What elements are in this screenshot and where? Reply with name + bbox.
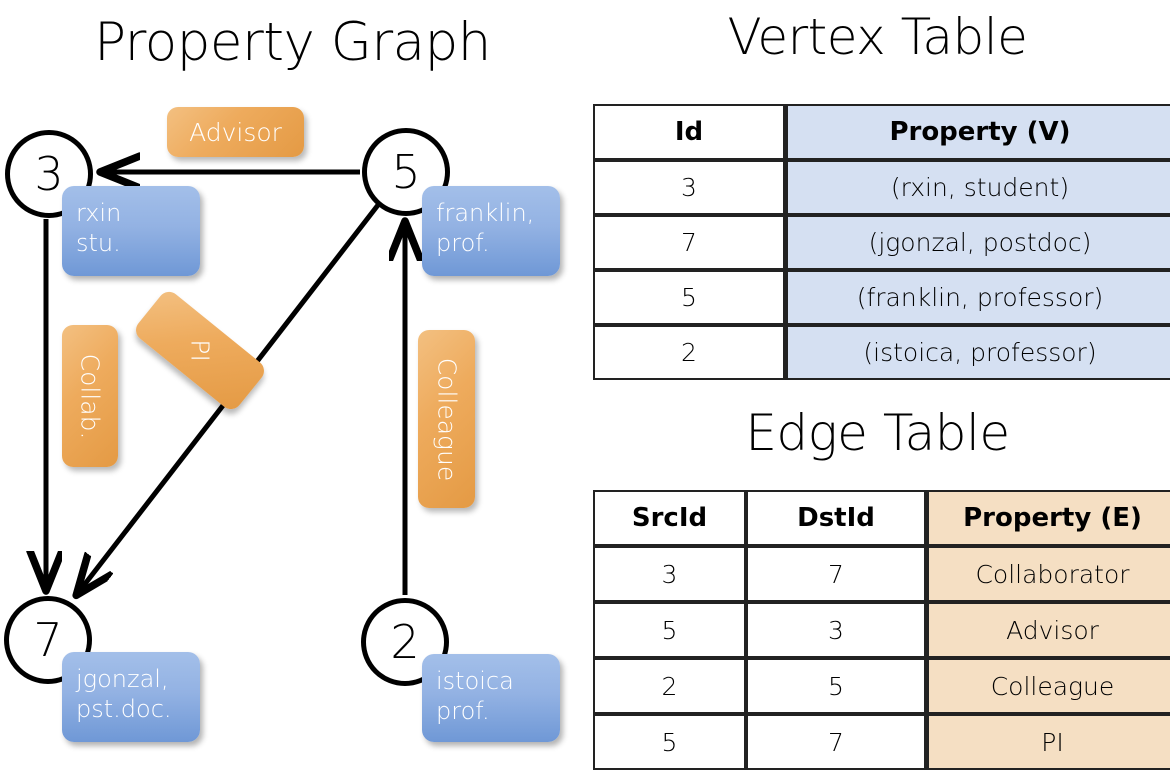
vertex-property-box-2-line2: prof. [436,697,490,725]
property-graph-panel: Property Graph 3 5 7 2 rxin stu. frankli… [0,0,585,760]
page-title-vertex-table: Vertex Table [727,8,1028,66]
edge-row-1-src: 5 [593,602,746,658]
vertex-property-box-2-line1: istoica [436,667,514,695]
table-row[interactable]: 7 (jgonzal, postdoc) [593,215,1170,270]
vertex-row-2-property: (franklin, professor) [785,270,1170,325]
edge-table-header-dstid: DstId [746,490,926,546]
edge-row-3-src: 5 [593,714,746,770]
vertex-property-box-2[interactable]: istoica prof. [422,654,560,742]
table-row[interactable]: 3 (rxin, student) [593,160,1170,215]
table-row[interactable]: 5 3 Advisor [593,602,1170,658]
edge-label-pi-text: PI [185,339,215,362]
table-row[interactable]: 5 (franklin, professor) [593,270,1170,325]
vertex-property-box-5-line2: prof. [436,229,490,257]
graph-node-7-label: 7 [33,613,63,667]
graph-node-3-label: 3 [34,147,64,201]
edge-label-colleague[interactable]: Colleague [418,330,475,508]
edge-row-0-property: Collaborator [926,546,1170,602]
edge-label-collab-text: Collab. [75,353,105,439]
page-title-edge-table: Edge Table [745,404,1010,462]
table-row[interactable]: 5 7 PI [593,714,1170,770]
edge-row-2-src: 2 [593,658,746,714]
edge-row-1-dst: 3 [746,602,926,658]
vertex-row-2-id: 5 [593,270,785,325]
graph-node-5-label: 5 [391,145,421,199]
vertex-row-0-id: 3 [593,160,785,215]
edge-label-colleague-text: Colleague [432,357,462,481]
vertex-property-box-3-line2: stu. [76,229,121,257]
table-row[interactable]: 2 5 Colleague [593,658,1170,714]
vertex-row-1-id: 7 [593,215,785,270]
edge-label-advisor-text: Advisor [189,117,282,147]
edge-table-header-row: SrcId DstId Property (E) [593,490,1170,546]
vertex-table-header-property: Property (V) [785,104,1170,160]
edge-row-1-property: Advisor [926,602,1170,658]
vertex-property-box-3[interactable]: rxin stu. [62,186,200,276]
vertex-property-box-3-line1: rxin [76,199,122,227]
edge-table: SrcId DstId Property (E) 3 7 Collaborato… [593,490,1170,770]
vertex-table-header-id: Id [593,104,785,160]
vertex-property-box-7-line1: jgonzal, [76,665,169,693]
table-row[interactable]: 2 (istoica, professor) [593,325,1170,380]
vertex-table-header-row: Id Property (V) [593,104,1170,160]
vertex-table: Id Property (V) 3 (rxin, student) 7 (jgo… [593,104,1170,380]
edge-row-2-dst: 5 [746,658,926,714]
vertex-row-3-property: (istoica, professor) [785,325,1170,380]
edge-row-3-property: PI [926,714,1170,770]
edge-row-0-dst: 7 [746,546,926,602]
table-row[interactable]: 3 7 Collaborator [593,546,1170,602]
graph-node-2[interactable]: 2 [361,598,449,686]
edge-row-2-property: Colleague [926,658,1170,714]
graph-node-5[interactable]: 5 [362,128,450,216]
vertex-property-box-7[interactable]: jgonzal, pst.doc. [62,652,200,742]
edge-label-advisor[interactable]: Advisor [167,107,304,157]
vertex-row-1-property: (jgonzal, postdoc) [785,215,1170,270]
vertex-property-box-5-line1: franklin, [436,199,535,227]
edge-label-collab[interactable]: Collab. [62,325,118,467]
edge-row-3-dst: 7 [746,714,926,770]
vertex-property-box-7-line2: pst.doc. [76,695,172,723]
graph-node-2-label: 2 [390,615,420,669]
vertex-property-box-5[interactable]: franklin, prof. [422,186,560,276]
edge-row-0-src: 3 [593,546,746,602]
page-title-property-graph: Property Graph [94,12,491,73]
vertex-row-0-property: (rxin, student) [785,160,1170,215]
edge-table-header-property: Property (E) [926,490,1170,546]
vertex-row-3-id: 2 [593,325,785,380]
edge-table-header-srcid: SrcId [593,490,746,546]
